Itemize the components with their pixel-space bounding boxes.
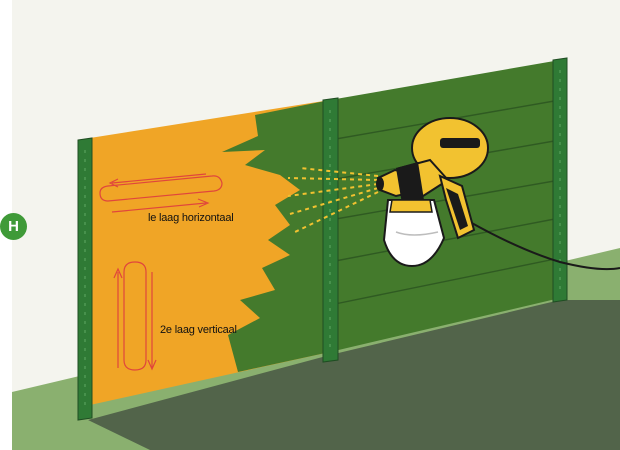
label-second-coat: 2e laag verticaal <box>160 324 237 336</box>
label-first-coat: le laag horizontaal <box>148 212 233 224</box>
step-badge: H <box>0 213 27 240</box>
